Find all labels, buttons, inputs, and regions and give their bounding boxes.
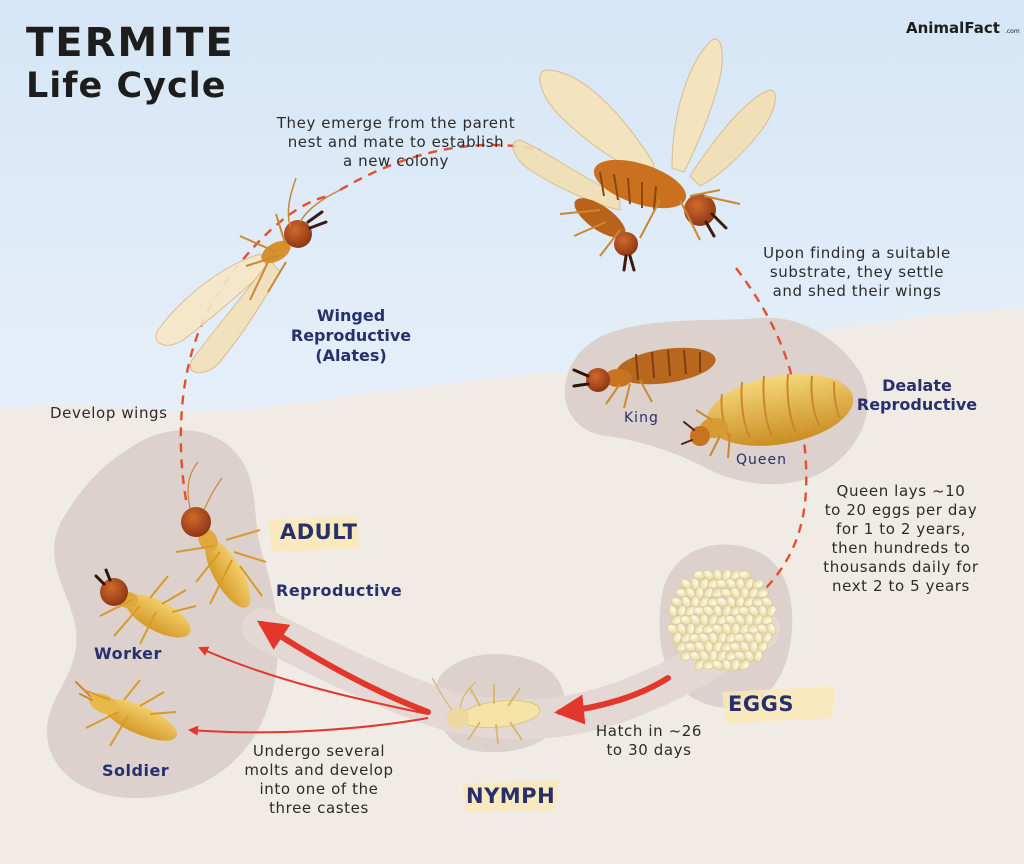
nymph-label: NYMPH xyxy=(466,784,556,808)
reproductive-termite-icon xyxy=(175,461,267,608)
dealate-label-line1: Dealate xyxy=(882,376,952,395)
egg xyxy=(694,623,705,635)
egg xyxy=(753,631,763,645)
egg xyxy=(693,659,706,671)
nymph-to-soldier-arrow xyxy=(188,717,429,736)
winged-label-line3: (Alates) xyxy=(315,346,387,365)
queen-label: Queen xyxy=(736,452,787,468)
eggs-to-nymph-arrow xyxy=(554,675,671,725)
worker-termite-icon xyxy=(94,568,197,645)
dashed-path-left xyxy=(179,194,331,501)
egg xyxy=(738,623,751,635)
molts-description: Undergo several molts and develop into o… xyxy=(244,742,394,817)
egg-cluster-icon xyxy=(666,568,777,672)
egg xyxy=(738,570,751,580)
egg xyxy=(711,624,724,634)
egg xyxy=(735,577,745,591)
egg xyxy=(698,596,710,608)
egg xyxy=(753,649,763,663)
egg xyxy=(756,588,769,598)
soldier-termite-icon xyxy=(75,679,177,747)
nymph-label-swatch xyxy=(462,780,558,812)
king-termite-icon xyxy=(572,347,716,409)
emerge-description: They emerge from the parent nest and mat… xyxy=(276,114,516,170)
dealate-reproductive-label: Dealate Reproductive xyxy=(848,376,986,414)
nymph-to-worker-arrow xyxy=(198,646,429,715)
page-subtitle: Life Cycle xyxy=(26,66,227,106)
dealate-label-line2: Reproductive xyxy=(856,395,978,414)
egg xyxy=(703,640,714,654)
winged-label-line1: Winged xyxy=(316,306,386,325)
winged-reproductive-label: Winged Reproductive (Alates) xyxy=(276,306,426,366)
worker-label: Worker xyxy=(94,644,162,663)
eggs-label: EGGS xyxy=(728,692,794,716)
soldier-label: Soldier xyxy=(102,761,170,780)
adult-label-swatch xyxy=(268,516,360,552)
egg xyxy=(743,596,755,608)
winged-label-line2: Reproductive xyxy=(290,326,412,345)
develop-wings-description: Develop wings xyxy=(50,404,168,422)
egg xyxy=(738,659,751,671)
egg xyxy=(766,622,777,636)
queen-termite-icon xyxy=(681,373,854,459)
egg xyxy=(721,658,732,672)
hatch-description: Hatch in ~26 to 30 days xyxy=(595,722,703,759)
brand-logo: AnimalFact .com xyxy=(906,18,1020,37)
adult-label: ADULT xyxy=(280,520,358,544)
egg xyxy=(711,659,724,671)
nymph-icon xyxy=(431,677,541,745)
king-label: King xyxy=(624,410,659,426)
brand-logo-domain: .com xyxy=(1004,28,1020,35)
egg xyxy=(751,579,765,589)
winged-termite-icon xyxy=(155,177,341,374)
nymph-to-reproductive-arrow xyxy=(257,620,431,715)
settle-description: Upon finding a suitable substrate, they … xyxy=(763,244,951,300)
mating-alates-icon xyxy=(512,38,776,272)
queen-lays-description: Queen lays ~10 to 20 eggs per day for 1 … xyxy=(823,482,979,595)
page-title: TERMITE xyxy=(26,20,235,66)
egg xyxy=(680,632,692,644)
reproductive-label: Reproductive xyxy=(276,581,403,600)
egg xyxy=(744,650,754,662)
eggs-label-swatch xyxy=(722,686,836,724)
brand-logo-name: AnimalFact xyxy=(906,19,1000,37)
